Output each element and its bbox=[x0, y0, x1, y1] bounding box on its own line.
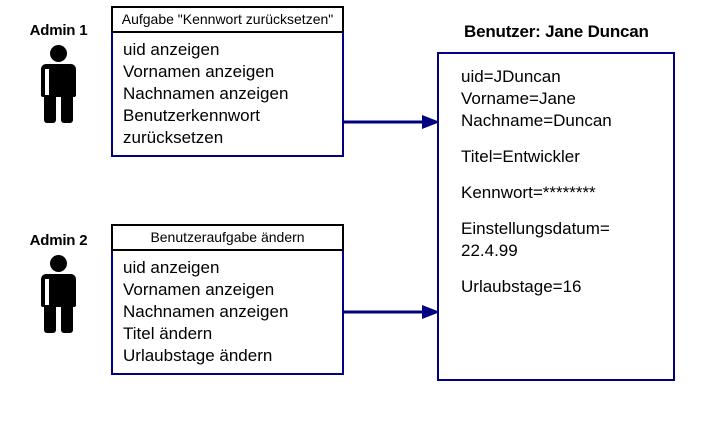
task-item: Nachnamen anzeigen bbox=[123, 84, 289, 103]
user-attribute: Vorname=Jane bbox=[461, 89, 576, 108]
actor-label-admin-2: Admin 2 bbox=[29, 232, 88, 249]
user-object-title: Benutzer: Jane Duncan bbox=[464, 22, 649, 41]
spacer bbox=[461, 262, 673, 276]
user-attribute: 22.4.99 bbox=[461, 241, 518, 260]
user-attribute: Urlaubstage=16 bbox=[461, 277, 582, 296]
task-body: uid anzeigen Vornamen anzeigen Nachnamen… bbox=[111, 33, 344, 157]
task-body: uid anzeigen Vornamen anzeigen Nachnamen… bbox=[111, 251, 344, 375]
user-attribute: Einstellungsdatum= bbox=[461, 219, 610, 238]
spacer bbox=[461, 168, 673, 182]
task-item: Nachnamen anzeigen bbox=[123, 302, 289, 321]
task-item: uid anzeigen bbox=[123, 258, 220, 277]
person-head bbox=[49, 45, 67, 62]
person-leg-right bbox=[60, 95, 73, 123]
person-head bbox=[49, 255, 67, 272]
task-box-password-reset: Aufgabe "Kennwort zurücksetzen" uid anze… bbox=[111, 6, 344, 157]
actor-label-admin-1: Admin 1 bbox=[29, 22, 88, 39]
task-item: Vornamen anzeigen bbox=[123, 280, 275, 299]
person-arm bbox=[44, 69, 49, 97]
spacer bbox=[461, 204, 673, 218]
user-object-box: uid=JDuncan Vorname=Jane Nachname=Duncan… bbox=[437, 52, 675, 381]
person-arm bbox=[44, 279, 49, 307]
task-box-change-user-task: Benutzeraufgabe ändern uid anzeigen Vorn… bbox=[111, 224, 344, 375]
user-attribute: Kennwort=******** bbox=[461, 183, 596, 202]
task-item: uid anzeigen bbox=[123, 40, 220, 59]
actor-admin-2: Admin 2 bbox=[6, 232, 111, 333]
task-item: Benutzerkennwort zurücksetzen bbox=[123, 106, 261, 147]
user-attribute: uid=JDuncan bbox=[461, 67, 561, 86]
arrow-task2-to-user bbox=[344, 305, 440, 319]
task-item: Urlaubstage ändern bbox=[123, 346, 273, 365]
user-attribute: Nachname=Duncan bbox=[461, 111, 612, 130]
user-attribute: Titel=Entwickler bbox=[461, 147, 580, 166]
person-leg-left bbox=[43, 305, 56, 333]
task-item: Titel ändern bbox=[123, 324, 213, 343]
person-icon bbox=[36, 255, 82, 333]
task-header: Aufgabe "Kennwort zurücksetzen" bbox=[111, 6, 344, 33]
spacer bbox=[461, 132, 673, 146]
actor-admin-1: Admin 1 bbox=[6, 22, 111, 123]
task-header: Benutzeraufgabe ändern bbox=[111, 224, 344, 251]
person-leg-left bbox=[43, 95, 56, 123]
person-icon bbox=[36, 45, 82, 123]
task-item: Vornamen anzeigen bbox=[123, 62, 275, 81]
person-leg-right bbox=[60, 305, 73, 333]
arrow-task1-to-user bbox=[344, 115, 440, 129]
